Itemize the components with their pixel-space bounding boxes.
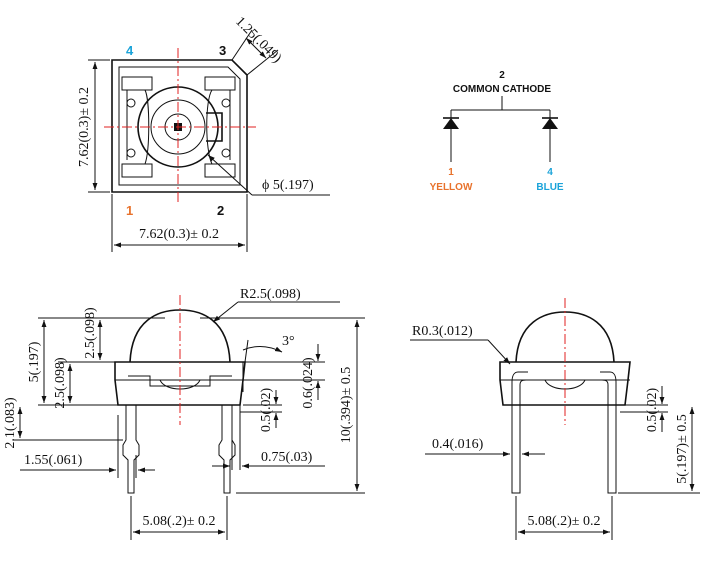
front-dim-0-5: 0.5(.02) — [259, 388, 274, 433]
pad-top-right — [204, 76, 236, 91]
pad-top-left — [121, 76, 153, 91]
corner-dim-ext-1 — [231, 29, 253, 61]
front-lead-right — [218, 405, 236, 494]
side-dim-0-5: 0.5(.02) — [645, 388, 660, 433]
top-view-body — [111, 59, 248, 193]
side-radius-leader — [487, 339, 511, 365]
diode-right-triangle — [542, 118, 558, 129]
corner-dim-line — [245, 37, 267, 59]
front-dim-2-5-mid: 2.5(.098) — [53, 357, 68, 409]
front-dim-10: 10(.394)± 0.5 — [339, 367, 354, 444]
lead-hole-right-2 — [221, 148, 231, 158]
front-dim-2-1: 2.1(.083) — [3, 397, 18, 449]
pin-2-label: 2 — [217, 203, 224, 218]
front-dim-0-6: 0.6(.024) — [301, 357, 316, 409]
side-view: R0.3(.012) 0.4(.016) 0.5(.02) 5(.197)± 0… — [410, 298, 700, 540]
schematic-pin-4: 4 — [547, 167, 553, 178]
pin-3-label: 3 — [219, 43, 226, 58]
schematic-common-cathode: COMMON CATHODE — [453, 84, 551, 95]
corner-dim-ext-2 — [246, 49, 279, 76]
front-radius: R2.5(.098) — [240, 287, 301, 302]
schematic: 2 COMMON CATHODE 1 YELLOW 4 BLUE — [430, 70, 564, 193]
pin-1-label: 1 — [126, 203, 133, 218]
top-view-inner-outline — [118, 66, 241, 186]
angle-slope-line — [244, 339, 249, 363]
width-dimension: 7.62(0.3)± 0.2 — [139, 227, 219, 242]
front-dim-5-08: 5.08(.2)± 0.2 — [142, 514, 215, 529]
schematic-pin-2: 2 — [499, 70, 505, 81]
front-dim-0-75: 0.75(.03) — [261, 450, 313, 465]
side-dim-5-08: 5.08(.2)± 0.2 — [527, 514, 600, 529]
side-lead-left — [511, 371, 528, 494]
front-dim-2-5-top: 2.5(.098) — [83, 307, 98, 359]
side-radius: R0.3(.012) — [412, 324, 473, 339]
height-dimension: 7.62(0.3)± 0.2 — [77, 87, 92, 167]
front-dim-5: 5(.197) — [27, 341, 42, 382]
lead-hole-right — [221, 98, 231, 108]
pad-bottom-left — [121, 163, 153, 178]
corner-dimension: 1.25(.049) — [232, 14, 284, 66]
pin-4-label: 4 — [126, 43, 134, 58]
front-view: R2.5(.098) 5(.197) 2.5(.098) 2.5(.098) 2… — [3, 287, 365, 540]
lead-hole-left — [126, 98, 136, 108]
top-view: 1.25(.049) 7.62(0.3)± 0.2 7.62(0.3)± 0.2… — [77, 14, 330, 252]
side-dim-0-4: 0.4(.016) — [432, 437, 484, 452]
front-angle: 3° — [282, 334, 295, 349]
schematic-blue-label: BLUE — [536, 182, 564, 193]
angle-arc — [242, 346, 283, 353]
diode-left-triangle — [443, 118, 459, 129]
pad-bottom-right — [204, 163, 236, 178]
lens-dimension: ϕ 5(.197) — [262, 178, 314, 193]
side-dim-5: 5(.197)± 0.5 — [675, 414, 690, 484]
schematic-pin-1: 1 — [448, 167, 454, 178]
front-dim-1-55: 1.55(.061) — [24, 453, 83, 468]
lens-leader — [207, 154, 253, 196]
schematic-yellow-label: YELLOW — [430, 182, 473, 193]
lead-hole-left-2 — [126, 148, 136, 158]
front-lead-left — [122, 405, 140, 494]
lens-middle — [150, 99, 206, 155]
front-radius-leader — [212, 301, 239, 323]
side-lead-right — [600, 371, 617, 494]
